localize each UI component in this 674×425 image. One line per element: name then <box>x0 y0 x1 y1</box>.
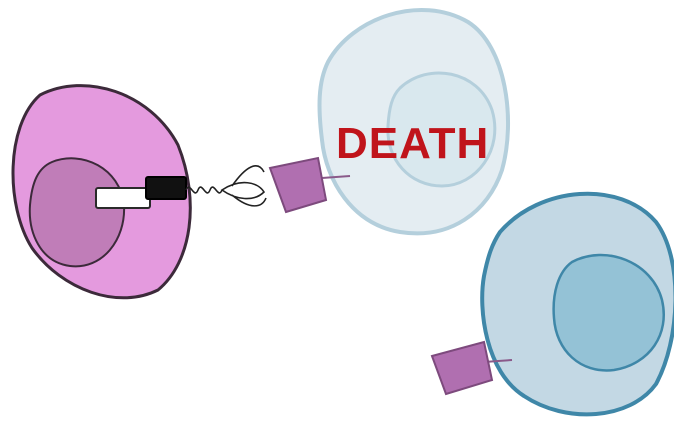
dying-cell: DEATH <box>320 10 509 233</box>
healthy-receptor-flag <box>432 342 492 394</box>
dying-receptor-flag <box>270 158 326 212</box>
killer-cell-nucleus <box>30 158 124 266</box>
spring-coil <box>186 187 222 193</box>
healthy-cell <box>482 194 674 415</box>
drill-bit <box>222 166 266 206</box>
receptor-rod <box>96 188 150 208</box>
death-label: DEATH <box>336 119 489 168</box>
receptor-head <box>146 177 186 199</box>
